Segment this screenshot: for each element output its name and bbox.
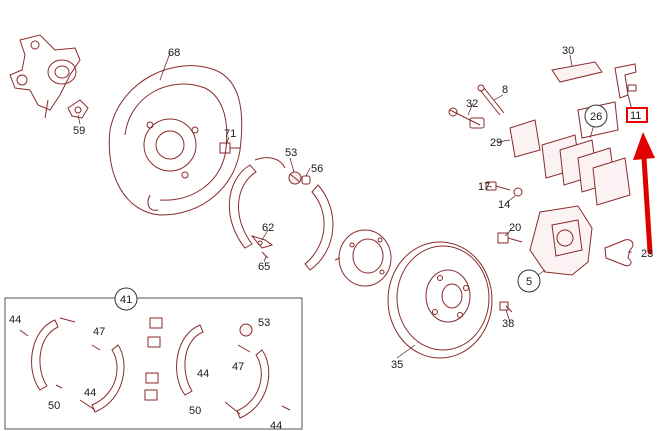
callout-47: 47: [232, 361, 244, 373]
callout-8: 8: [502, 84, 508, 96]
bolt-20: [497, 232, 523, 244]
steering-knuckle: [9, 34, 81, 119]
callout-23: 23: [641, 248, 653, 260]
callout-59: 59: [73, 125, 85, 137]
wheel-hub: [334, 229, 392, 287]
bleeder-valve: [485, 181, 511, 191]
bolt-38: [499, 301, 513, 313]
dust-cap: [513, 187, 523, 197]
callout-11[interactable]: 11: [630, 110, 641, 122]
callout-29: 29: [490, 137, 502, 149]
callout-53: 53: [258, 317, 270, 329]
sensor-32: [448, 107, 485, 129]
wear-sensor-bracket: [614, 63, 641, 111]
guide-pin-8: [477, 84, 505, 116]
highlighted-callout-box[interactable]: [626, 107, 648, 123]
leader-lines: [77, 52, 632, 359]
shim-29: [509, 119, 541, 158]
adjuster-53: [288, 171, 302, 185]
callout-47: 47: [93, 326, 105, 338]
callout-35: 35: [391, 359, 403, 371]
callout-65: 65: [258, 261, 270, 273]
callout-41: 41: [120, 294, 132, 306]
callout-32: 32: [466, 98, 478, 110]
callout-50: 50: [189, 405, 201, 417]
callout-circle-41: [114, 287, 138, 311]
callout-44: 44: [197, 368, 209, 380]
bolt-71: [219, 142, 240, 154]
parking-shoe-upper: [228, 157, 334, 271]
backing-plate: [108, 65, 243, 216]
callout-20: 20: [509, 222, 521, 234]
pin-65: [261, 251, 269, 259]
sleeve-56: [301, 175, 311, 185]
brake-caliper: [529, 205, 593, 276]
wrench-tool: [604, 239, 634, 267]
callout-44: 44: [9, 314, 21, 326]
callout-30: 30: [562, 45, 574, 57]
callout-56: 56: [311, 163, 323, 175]
callout-17: 17: [478, 181, 490, 193]
callout-circle-5: [517, 269, 541, 293]
callout-68: 68: [168, 47, 180, 59]
callout-circle-26: [584, 104, 608, 128]
bracket-59: [67, 99, 89, 119]
callout-50: 50: [48, 400, 60, 412]
callout-26: 26: [590, 111, 602, 123]
highlight-arrow: [633, 132, 655, 255]
callout-14: 14: [498, 199, 510, 211]
brake-disc: [387, 241, 493, 359]
callout-62: 62: [262, 222, 274, 234]
callout-38: 38: [502, 318, 514, 330]
callout-71: 71: [224, 128, 236, 140]
clip-62: [250, 235, 274, 249]
callout-44: 44: [270, 420, 282, 431]
brake-pads: [541, 101, 631, 206]
callout-44: 44: [84, 387, 96, 399]
callout-5: 5: [526, 276, 532, 288]
spring-plate: [551, 61, 603, 83]
callout-53: 53: [285, 147, 297, 159]
brake-shoe-kit-box: [4, 297, 303, 430]
